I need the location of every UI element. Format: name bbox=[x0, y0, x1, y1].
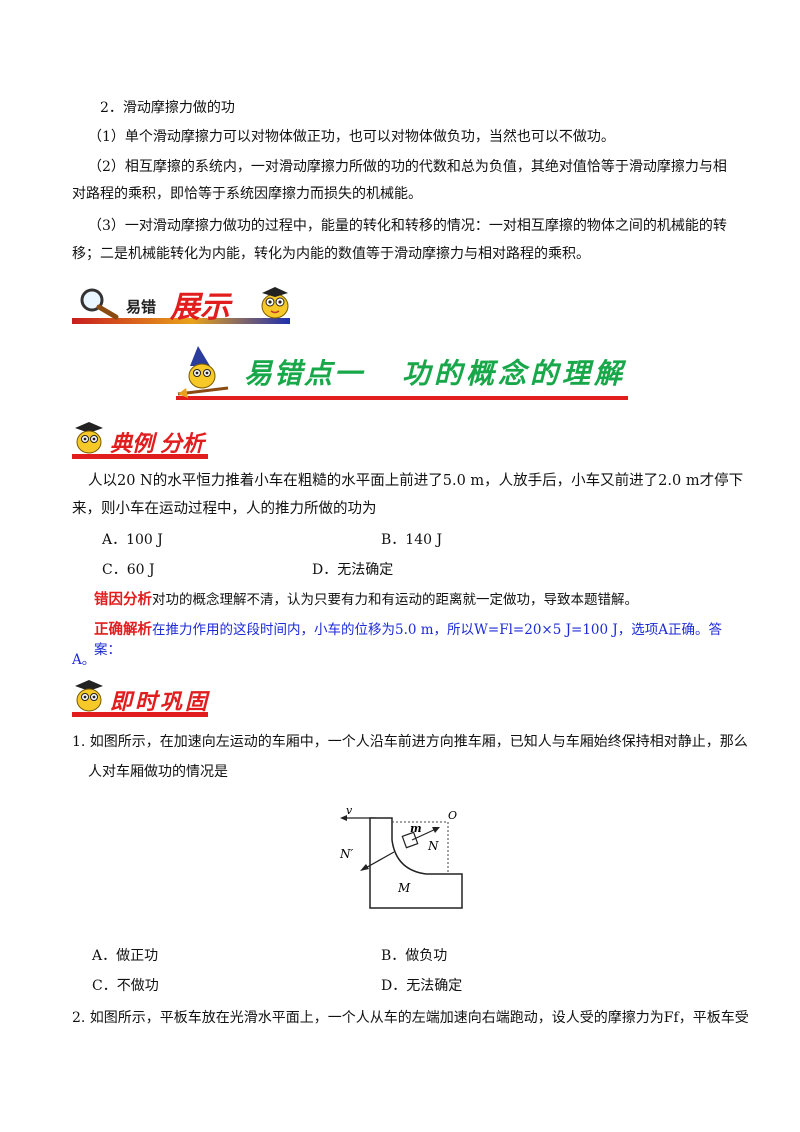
question-1-option-a: A．做正功 bbox=[92, 948, 159, 964]
banner-point-underline bbox=[176, 396, 628, 400]
label-m-big: M bbox=[397, 881, 411, 895]
question-1-option-d: D．无法确定 bbox=[381, 978, 463, 994]
paragraph-3-line-2: 移；二是机械能转化为内能，转化为内能的数值等于滑动摩擦力与相对路程的乘积。 bbox=[72, 246, 590, 262]
banner-small-text: 易错 bbox=[126, 298, 157, 316]
banner-example-title: 典例 bbox=[110, 432, 155, 457]
question-1-line-1: 1. 如图所示，在加速向左运动的车厢中，一个人沿车前进方向推车厢，已知人与车厢始… bbox=[72, 734, 748, 750]
banner-mistake-show: 易错 展示 bbox=[72, 284, 294, 328]
paragraph-1: （1）单个滑动摩擦力可以对物体做正功，也可以对物体做负功，当然也可以不做功。 bbox=[88, 129, 615, 145]
example-line-1: 人以20 N的水平恒力推着小车在粗糙的水平面上前进了5.0 m，人放手后，小车又… bbox=[88, 473, 744, 489]
label-n-prime: N′ bbox=[339, 847, 354, 861]
example-option-b: B．140 J bbox=[381, 532, 443, 548]
error-analysis-label: 错因分析 bbox=[94, 592, 152, 608]
label-n: N bbox=[427, 839, 439, 853]
witch-mascot-icon bbox=[177, 346, 229, 398]
correct-analysis-label: 正确解析 bbox=[94, 622, 152, 638]
banner-practice-title: 即时巩固 bbox=[110, 690, 211, 715]
banner-mistake-point: 易错点一 功的概念的理解 bbox=[176, 344, 628, 404]
example-option-c: C．60 J bbox=[102, 562, 155, 578]
banner-point-title: 易错点一 bbox=[244, 357, 365, 390]
label-v: v bbox=[346, 804, 353, 817]
magnifier-icon bbox=[80, 288, 119, 320]
label-o: O bbox=[448, 809, 457, 822]
paragraph-2-line-2: 对路程的乘积，即恰等于系统因摩擦力而损失的机械能。 bbox=[72, 186, 422, 202]
mascot-scholar-icon bbox=[75, 680, 103, 712]
question-1-option-b: B．做负功 bbox=[381, 948, 448, 964]
paragraph-2-line-1: （2）相互摩擦的系统内，一对滑动摩擦力所做的功的代数和总为负值，其绝对值恰等于滑… bbox=[88, 159, 727, 175]
banner-practice-underline bbox=[72, 712, 208, 717]
banner-practice: 即时巩固 bbox=[72, 676, 212, 720]
banner-example-title-2: 分析 bbox=[160, 432, 205, 457]
banner-underline bbox=[72, 318, 290, 324]
label-m: m bbox=[410, 822, 422, 835]
banner-point-subtitle: 功的概念的理解 bbox=[402, 357, 627, 390]
question-1-line-2: 人对车厢做功的情况是 bbox=[88, 764, 228, 780]
banner-big-text: 展示 bbox=[170, 290, 230, 325]
banner-example-underline bbox=[72, 454, 208, 459]
mascot-owl-icon bbox=[261, 287, 289, 319]
paragraph-3-line-1: （3）一对滑动摩擦力做功的过程中，能量的转化和转移的情况：一对相互摩擦的物体之间… bbox=[88, 218, 727, 234]
error-analysis-text: 对功的概念理解不清，认为只要有力和有运动的距离就一定做功，导致本题错解。 bbox=[152, 592, 638, 608]
example-option-d: D．无法确定 bbox=[312, 562, 394, 578]
question-2-line-1: 2. 如图所示，平板车放在光滑水平面上，一个人从车的左端加速向右端跑动，设人受的… bbox=[72, 1010, 749, 1026]
error-analysis: 错因分析对功的概念理解不清，认为只要有力和有运动的距离就一定做功，导致本题错解。 bbox=[94, 590, 754, 610]
carriage-diagram: v O m N N′ M bbox=[339, 804, 463, 909]
section-heading: 2．滑动摩擦力做的功 bbox=[100, 100, 235, 116]
correct-analysis-text: 在推力作用的这段时间内，小车的位移为5.0 m，所以W=Fl=20×5 J=10… bbox=[94, 622, 723, 658]
correct-analysis-answer: A。 bbox=[72, 652, 96, 668]
question-1-option-c: C．不做功 bbox=[92, 978, 159, 994]
carriage-body bbox=[369, 817, 463, 909]
correct-analysis: 正确解析在推力作用的这段时间内，小车的位移为5.0 m，所以W=Fl=20×5 … bbox=[94, 620, 746, 660]
example-line-2: 来，则小车在运动过程中，人的推力所做的功为 bbox=[72, 501, 377, 517]
example-option-a: A．100 J bbox=[102, 532, 163, 548]
banner-example: 典例 分析 bbox=[72, 418, 212, 462]
mascot-scholar-icon bbox=[75, 422, 103, 454]
